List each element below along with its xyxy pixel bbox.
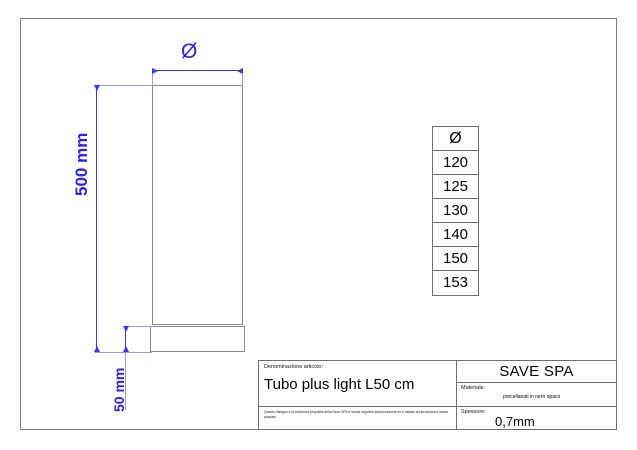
socket-extension-bottom [124,352,152,353]
thickness-label: Spessore: [461,409,486,415]
diameter-dimension-line [152,70,243,71]
height-arrow-top [93,85,100,91]
diameter-table: Ø 120 125 130 140 150 153 [432,126,479,296]
socket-extension-top [124,326,152,327]
diameter-table-row: 150 [433,247,478,271]
diameter-extension-left [152,68,153,86]
socket-leader-line [125,352,126,410]
height-arrow-bottom [93,346,100,352]
material-value: porcellanati in nero opaco [503,394,561,400]
socket-arrow-bottom [122,346,129,352]
height-extension-top [95,85,152,86]
pipe-body-outline [152,85,243,325]
height-extension-bottom [95,352,150,353]
title-block: Denominazione articolo: Tubo plus light … [258,360,617,430]
article-label: Denominazione articolo: [264,364,324,370]
thickness-cell: Spessore: 0,7mm [457,407,616,429]
socket-arrow-top [122,326,129,332]
diameter-table-row: 153 [433,271,478,295]
diameter-table-row: 125 [433,175,478,199]
diameter-table-row: 140 [433,223,478,247]
title-block-left-column: Denominazione articolo: Tubo plus light … [259,361,457,429]
pipe-socket-outline [150,326,245,352]
material-cell: Materiale: porcellanati in nero opaco [457,383,616,407]
company-name: SAVE SPA [457,361,616,383]
height-dimension-label: 500 mm [72,132,91,196]
height-dimension-line [96,85,97,352]
diameter-dimension-label: Ø [181,40,198,63]
thickness-value: 0,7mm [495,414,535,429]
legal-notice: Questo disegno è di esclusiva proprietà … [264,410,449,420]
diameter-arrow-right [237,67,243,74]
diameter-table-row: 120 [433,151,478,175]
title-block-right-column: SAVE SPA Materiale: porcellanati in nero… [457,361,616,429]
material-label: Materiale: [461,385,486,391]
socket-dimension-line-inner [125,326,126,352]
article-name: Tubo plus light L50 cm [264,376,415,394]
diameter-table-header: Ø [433,127,478,151]
diameter-arrow-left [152,67,158,74]
diameter-extension-right [242,68,243,86]
socket-dimension-label: 50 mm [111,367,127,412]
article-cell: Denominazione articolo: Tubo plus light … [259,361,456,407]
diameter-table-row: 130 [433,199,478,223]
